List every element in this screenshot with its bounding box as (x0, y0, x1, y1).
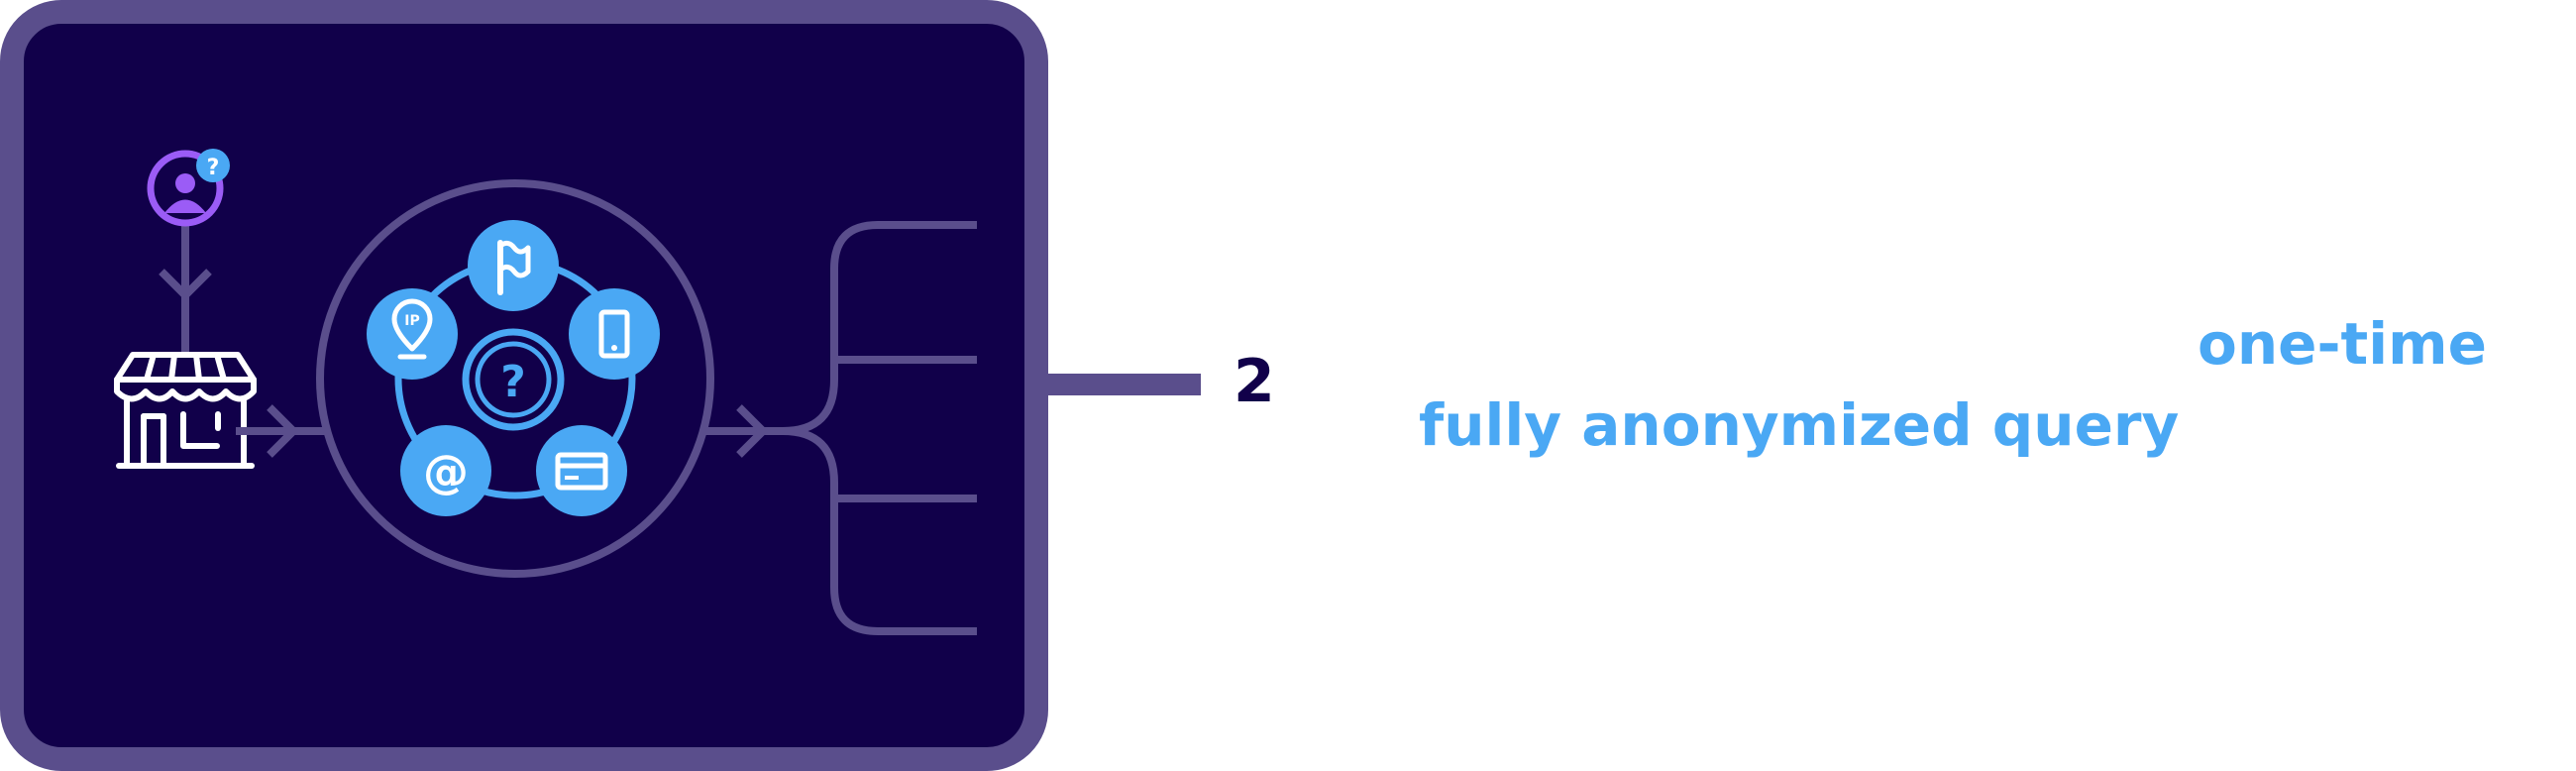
flag-icon (468, 220, 559, 311)
svg-text:?: ? (207, 156, 220, 180)
svg-text:IP: IP (404, 313, 419, 329)
step-number: 2 (1234, 347, 1275, 416)
svg-text:@: @ (423, 445, 469, 498)
signals-circle (316, 179, 714, 578)
ip-location-icon: IP (367, 288, 458, 380)
branch-lines (782, 221, 977, 635)
down-arrow-icon (159, 269, 212, 301)
user-question-icon: ? (147, 149, 230, 227)
phone-icon (569, 288, 660, 380)
svg-text:?: ? (500, 357, 526, 407)
storefront-icon (114, 352, 257, 469)
credit-card-icon (536, 425, 627, 516)
one-time-highlight: one-time (2198, 310, 2487, 378)
anonymized-query-highlight: fully anonymized query (1419, 391, 2180, 459)
right-arrow-icon (736, 404, 769, 458)
right-arrow-icon (267, 404, 299, 458)
at-sign-icon: @ (400, 425, 491, 516)
question-mark-icon: ? (462, 328, 565, 431)
